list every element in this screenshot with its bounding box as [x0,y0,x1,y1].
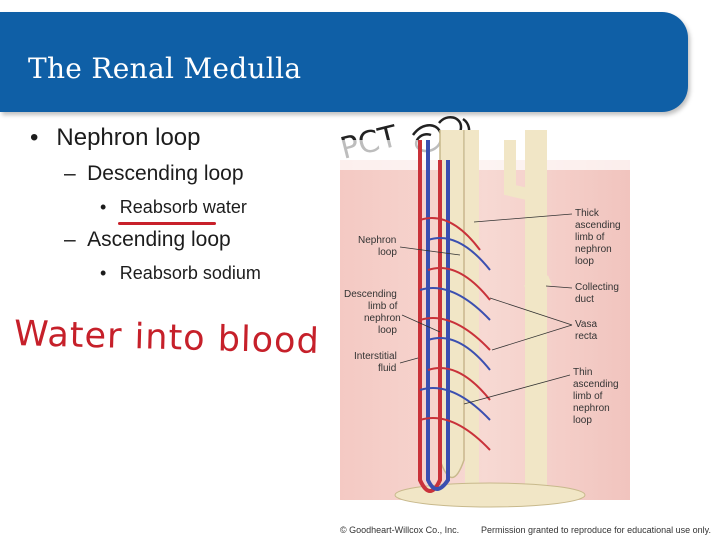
bullet-reabsorb-water: • Reabsorb water [100,197,247,218]
duct-branch [504,140,538,202]
permission-text: Permission granted to reproduce for educ… [481,525,711,535]
duct-branch [524,275,552,295]
label-nephron-loop: Nephron loop [358,235,399,258]
label-vasa-recta: Vasa recta [575,319,600,342]
bullet-marker: • [100,263,107,283]
label-collecting-duct: Collecting duct [575,282,622,305]
copyright-text: © Goodheart-Willcox Co., Inc. [340,525,460,535]
bullet-text: Ascending loop [87,228,231,251]
label-interstitial-fluid: Interstitial fluid [354,351,400,374]
capillary-red [419,217,491,451]
bullet-marker: • [100,197,107,217]
bullet-text: Reabsorb water [119,197,247,217]
capillary-blue [419,237,491,421]
bullet-ascending-loop: –Ascending loop [64,228,231,252]
label-thick-ascending: Thick ascending limb of nephron loop [575,208,623,267]
bullet-nephron-loop: • Nephron loop [30,124,201,152]
bullet-marker: – [64,162,76,185]
bullet-text: Reabsorb sodium [119,263,261,283]
bullet-marker: – [64,228,76,251]
leader-lines [399,213,573,405]
renal-medulla-diagram: Nephron loop Descending limb of nephron … [340,130,630,508]
red-underline-annotation [118,222,216,225]
vasa-recta-artery [418,140,442,493]
handwritten-note: Water into blood [13,314,321,362]
medulla-tissue [340,160,630,500]
bullet-text: Descending loop [87,162,244,185]
title-bar: The Renal Medulla [0,12,688,112]
cortex-fade [340,140,630,170]
bullet-reabsorb-sodium: • Reabsorb sodium [100,263,261,284]
slide-title: The Renal Medulla [28,52,302,85]
bullet-text: Nephron loop [56,124,201,151]
label-descending-limb: Descending limb of nephron loop [344,289,403,336]
bullet-marker: • [30,124,39,151]
bullet-descending-loop: –Descending loop [64,162,244,186]
label-thin-ascending: Thin ascending limb of nephron loop [573,367,621,426]
vasa-recta-vein [426,140,450,491]
